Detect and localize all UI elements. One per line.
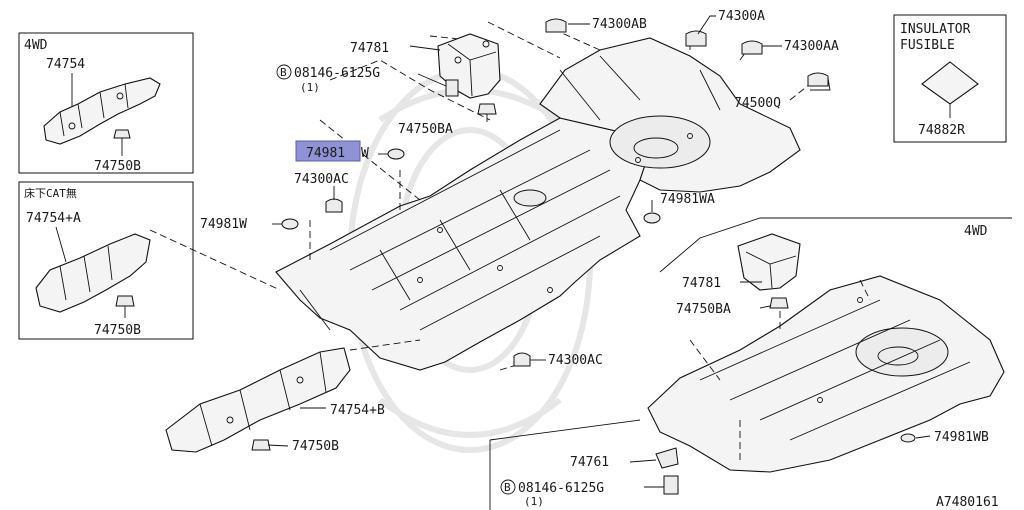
label-74300AA: 74300AA (784, 39, 839, 54)
bracket-74781-4wd (737, 233, 801, 291)
plug-74981W-top (387, 148, 405, 160)
insulator-part-label: 74882R (918, 123, 965, 138)
nut-74750B-bottom (251, 439, 271, 451)
nut-74750BA (477, 103, 497, 115)
label-74981WB: 74981WB (934, 430, 989, 445)
inset-cat-part-label: 74754+A (26, 211, 81, 226)
label-74750BA-4wd: 74750BA (676, 302, 731, 317)
nut-74750B-top (113, 129, 131, 139)
part-labels: 74781 B 08146-6125G (1) 74750BA 74981 W … (200, 9, 999, 510)
bolt-symbol-bottom-letter: B (504, 481, 511, 494)
nut-74750BA-4wd (769, 297, 789, 309)
figure-id: A7480161 (936, 495, 999, 510)
grommet-74300AC-top (325, 198, 343, 213)
label-74300AC-mid: 74300AC (548, 353, 603, 368)
inset-cat-nut-label: 74750B (94, 323, 141, 338)
clip-74761 (655, 447, 679, 469)
label-74500Q: 74500Q (734, 96, 781, 111)
plug-74981W-left (281, 218, 299, 230)
label-74981WA: 74981WA (660, 192, 715, 207)
heat-insulator-4wd (43, 77, 161, 145)
label-4wd-region: 4WD (964, 224, 988, 239)
label-74300AB: 74300AB (592, 17, 647, 32)
main-floor-panel (275, 37, 801, 371)
inset-4wd-part-label: 74754 (46, 57, 85, 72)
grommet-74500Q (807, 72, 829, 87)
inset-cat: 床下CAT無 74754+A 74750B (18, 181, 194, 340)
grommet-74300AC-mid (513, 352, 531, 367)
grommet-74300A (685, 30, 707, 47)
plug-74981WA (643, 212, 661, 224)
label-74300AC-top: 74300AC (294, 172, 349, 187)
label-74781-4wd: 74781 (682, 276, 721, 291)
insulator-line1: INSULATOR (900, 22, 971, 37)
grommets (281, 18, 829, 367)
inset-4wd-nut-label: 74750B (94, 159, 141, 174)
highlight-74981W (295, 140, 361, 162)
region-4wd (489, 217, 1012, 510)
leader-lines (267, 15, 931, 488)
grommet-74300AB (545, 18, 567, 33)
bolt-08146-top (445, 79, 459, 97)
label-74781: 74781 (350, 41, 389, 56)
label-74981-highlighted: 74981 (306, 146, 345, 161)
plug-74981WB (900, 433, 916, 443)
bolt-symbol-top-letter: B (280, 66, 287, 79)
inset-4wd-title: 4WD (24, 38, 48, 53)
label-74761: 74761 (570, 455, 609, 470)
heat-insulator-74754B (165, 347, 351, 453)
label-74300A: 74300A (718, 9, 765, 24)
label-74750B-bottom: 74750B (292, 439, 339, 454)
label-74981W-left: 74981W (200, 217, 247, 232)
label-bolt-top-qty: (1) (300, 81, 320, 94)
insulator-line2: FUSIBLE (900, 38, 955, 53)
label-74750BA: 74750BA (398, 122, 453, 137)
bolt-08146-bottom (663, 475, 679, 495)
inset-cat-title: 床下CAT無 (24, 186, 77, 200)
dashed-guides (149, 21, 811, 371)
label-74754B: 74754+B (330, 403, 385, 418)
inset-4wd-top: 4WD 74754 74750B (18, 32, 194, 174)
label-bolt-bottom-code: 08146-6125G (518, 481, 604, 496)
grommet-74300AA (741, 40, 763, 55)
inset-insulator: INSULATOR FUSIBLE 74882R (893, 14, 1007, 143)
spare-tire-well (609, 115, 711, 169)
nut-74750B-cat (115, 295, 135, 307)
bolt-symbol-bottom (500, 479, 516, 495)
bolt-symbol-top (276, 64, 292, 80)
label-74981-suffix: W (361, 146, 369, 161)
label-bolt-bottom-qty: (1) (524, 495, 544, 508)
label-bolt-top-code: 08146-6125G (294, 66, 380, 81)
spare-tire-well-4wd (855, 327, 949, 377)
